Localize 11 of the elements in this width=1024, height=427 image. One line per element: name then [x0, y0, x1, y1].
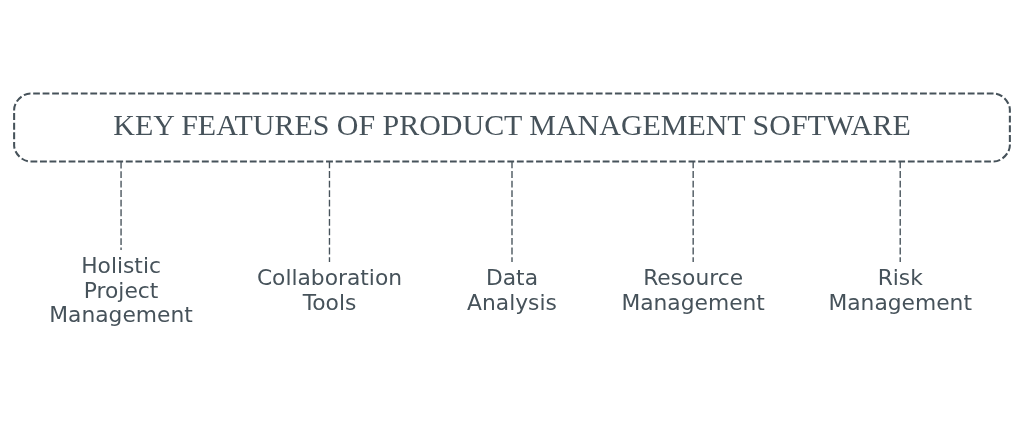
connector	[120, 160, 122, 251]
node-text: Holistic Project Management	[49, 252, 193, 327]
node-text: Data Analysis	[467, 264, 557, 315]
node-text: Resource Management	[621, 264, 765, 315]
connector	[328, 160, 331, 263]
connector	[899, 160, 901, 263]
node-text: Risk Management	[828, 264, 972, 315]
connector	[511, 160, 513, 263]
node-text: Collaboration Tools	[256, 264, 403, 315]
node-box: KEY FEATURES OF PRODUCT MANAGEMENT SOFTWARE	[13, 91, 1011, 163]
connector	[692, 160, 694, 263]
